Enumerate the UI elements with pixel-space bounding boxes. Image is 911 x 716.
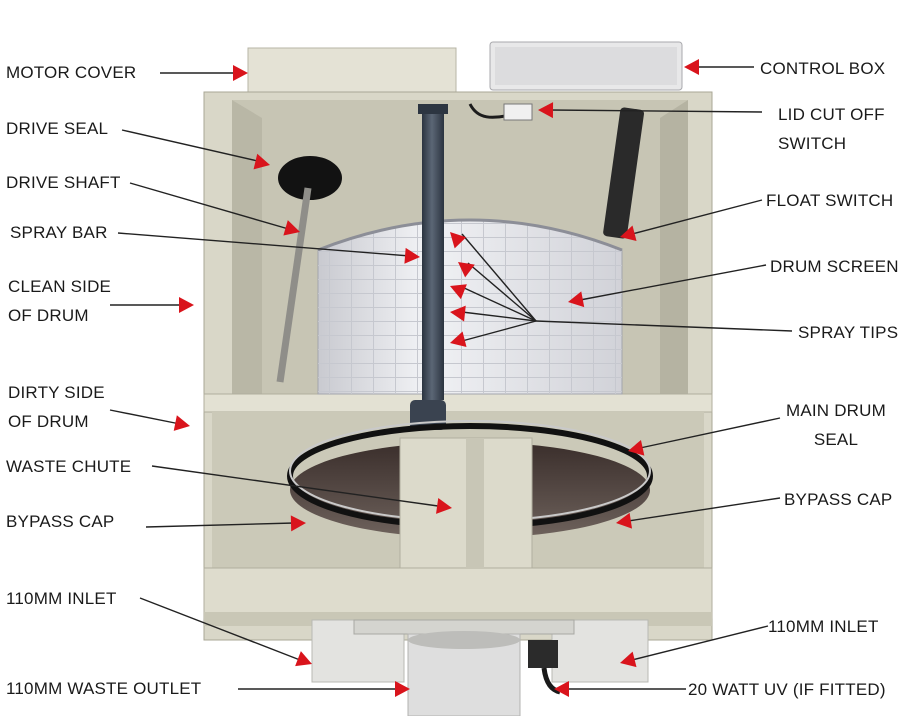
- waste-chute: [399, 437, 533, 569]
- pointer-arrow: [179, 297, 194, 313]
- label-waste-outlet: 110MM WASTE OUTLET: [6, 679, 202, 698]
- pointer-arrow: [436, 497, 452, 514]
- drum-screen: [317, 218, 623, 395]
- pointer-arrow: [253, 153, 270, 170]
- label-drive-shaft: DRIVE SHAFT: [6, 173, 121, 192]
- label-drive-seal: DRIVE SEAL: [6, 119, 109, 138]
- label-dirty-side-2: OF DRUM: [8, 412, 89, 431]
- pointer-arrow: [450, 331, 467, 348]
- pointer-arrow: [290, 515, 306, 532]
- control-box: [489, 41, 683, 91]
- label-lid-cut-off-2: SWITCH: [778, 134, 847, 153]
- pointer-arrow: [283, 220, 300, 236]
- drive-seal: [278, 156, 342, 200]
- pointer-arrow: [450, 284, 467, 300]
- label-clean-side-1: CLEAN SIDE: [8, 277, 112, 296]
- drive-shaft: [276, 187, 312, 383]
- pointer-arrow: [684, 59, 699, 75]
- label-main-drum-seal-2: SEAL: [813, 430, 859, 449]
- uv-unit: [528, 640, 561, 695]
- label-dirty-side-1: DIRTY SIDE: [8, 383, 105, 402]
- label-bypass-cap-left: BYPASS CAP: [6, 512, 115, 531]
- label-lid-cut-off-1: LID CUT OFF: [778, 105, 885, 124]
- leader-lines: [109, 66, 793, 690]
- pointer-arrow: [568, 291, 585, 308]
- pointer-arrow: [404, 247, 420, 264]
- label-drum-screen: DRUM SCREEN: [770, 257, 899, 276]
- label-control-box: CONTROL BOX: [760, 59, 886, 78]
- label-inlet-right: 110MM INLET: [768, 617, 879, 636]
- pointer-arrow: [620, 651, 637, 668]
- label-clean-side-2: OF DRUM: [8, 306, 89, 325]
- inlets-outlet: [311, 619, 649, 716]
- pointer-arrow: [295, 651, 312, 667]
- pointer-arrow: [458, 262, 475, 278]
- pointer-arrow: [173, 415, 190, 431]
- pointer-arrow: [554, 681, 569, 697]
- pointer-markers: [173, 59, 699, 697]
- float-switch: [603, 107, 644, 239]
- pointer-arrow: [628, 439, 645, 456]
- label-float-switch: FLOAT SWITCH: [766, 191, 894, 210]
- label-bypass-cap-right: BYPASS CAP: [784, 490, 893, 509]
- label-waste-chute: WASTE CHUTE: [6, 457, 132, 476]
- label-inlet-left: 110MM INLET: [6, 589, 117, 608]
- label-motor-cover: MOTOR COVER: [6, 63, 137, 82]
- pointer-arrow: [620, 225, 637, 241]
- pointer-arrow: [233, 65, 248, 81]
- label-spray-bar: SPRAY BAR: [10, 223, 108, 242]
- pointer-arrow: [395, 681, 410, 697]
- pointer-arrow: [450, 305, 466, 322]
- label-uv: 20 WATT UV (IF FITTED): [688, 680, 886, 699]
- label-spray-tips: SPRAY TIPS: [798, 323, 899, 342]
- pointer-arrow: [616, 512, 633, 529]
- pointer-arrow: [450, 232, 467, 249]
- pointer-arrow: [538, 102, 554, 119]
- lid-cut-off-switch: [468, 103, 533, 121]
- label-main-drum-seal-1: MAIN DRUM: [785, 401, 886, 420]
- motor-cover: [247, 47, 457, 95]
